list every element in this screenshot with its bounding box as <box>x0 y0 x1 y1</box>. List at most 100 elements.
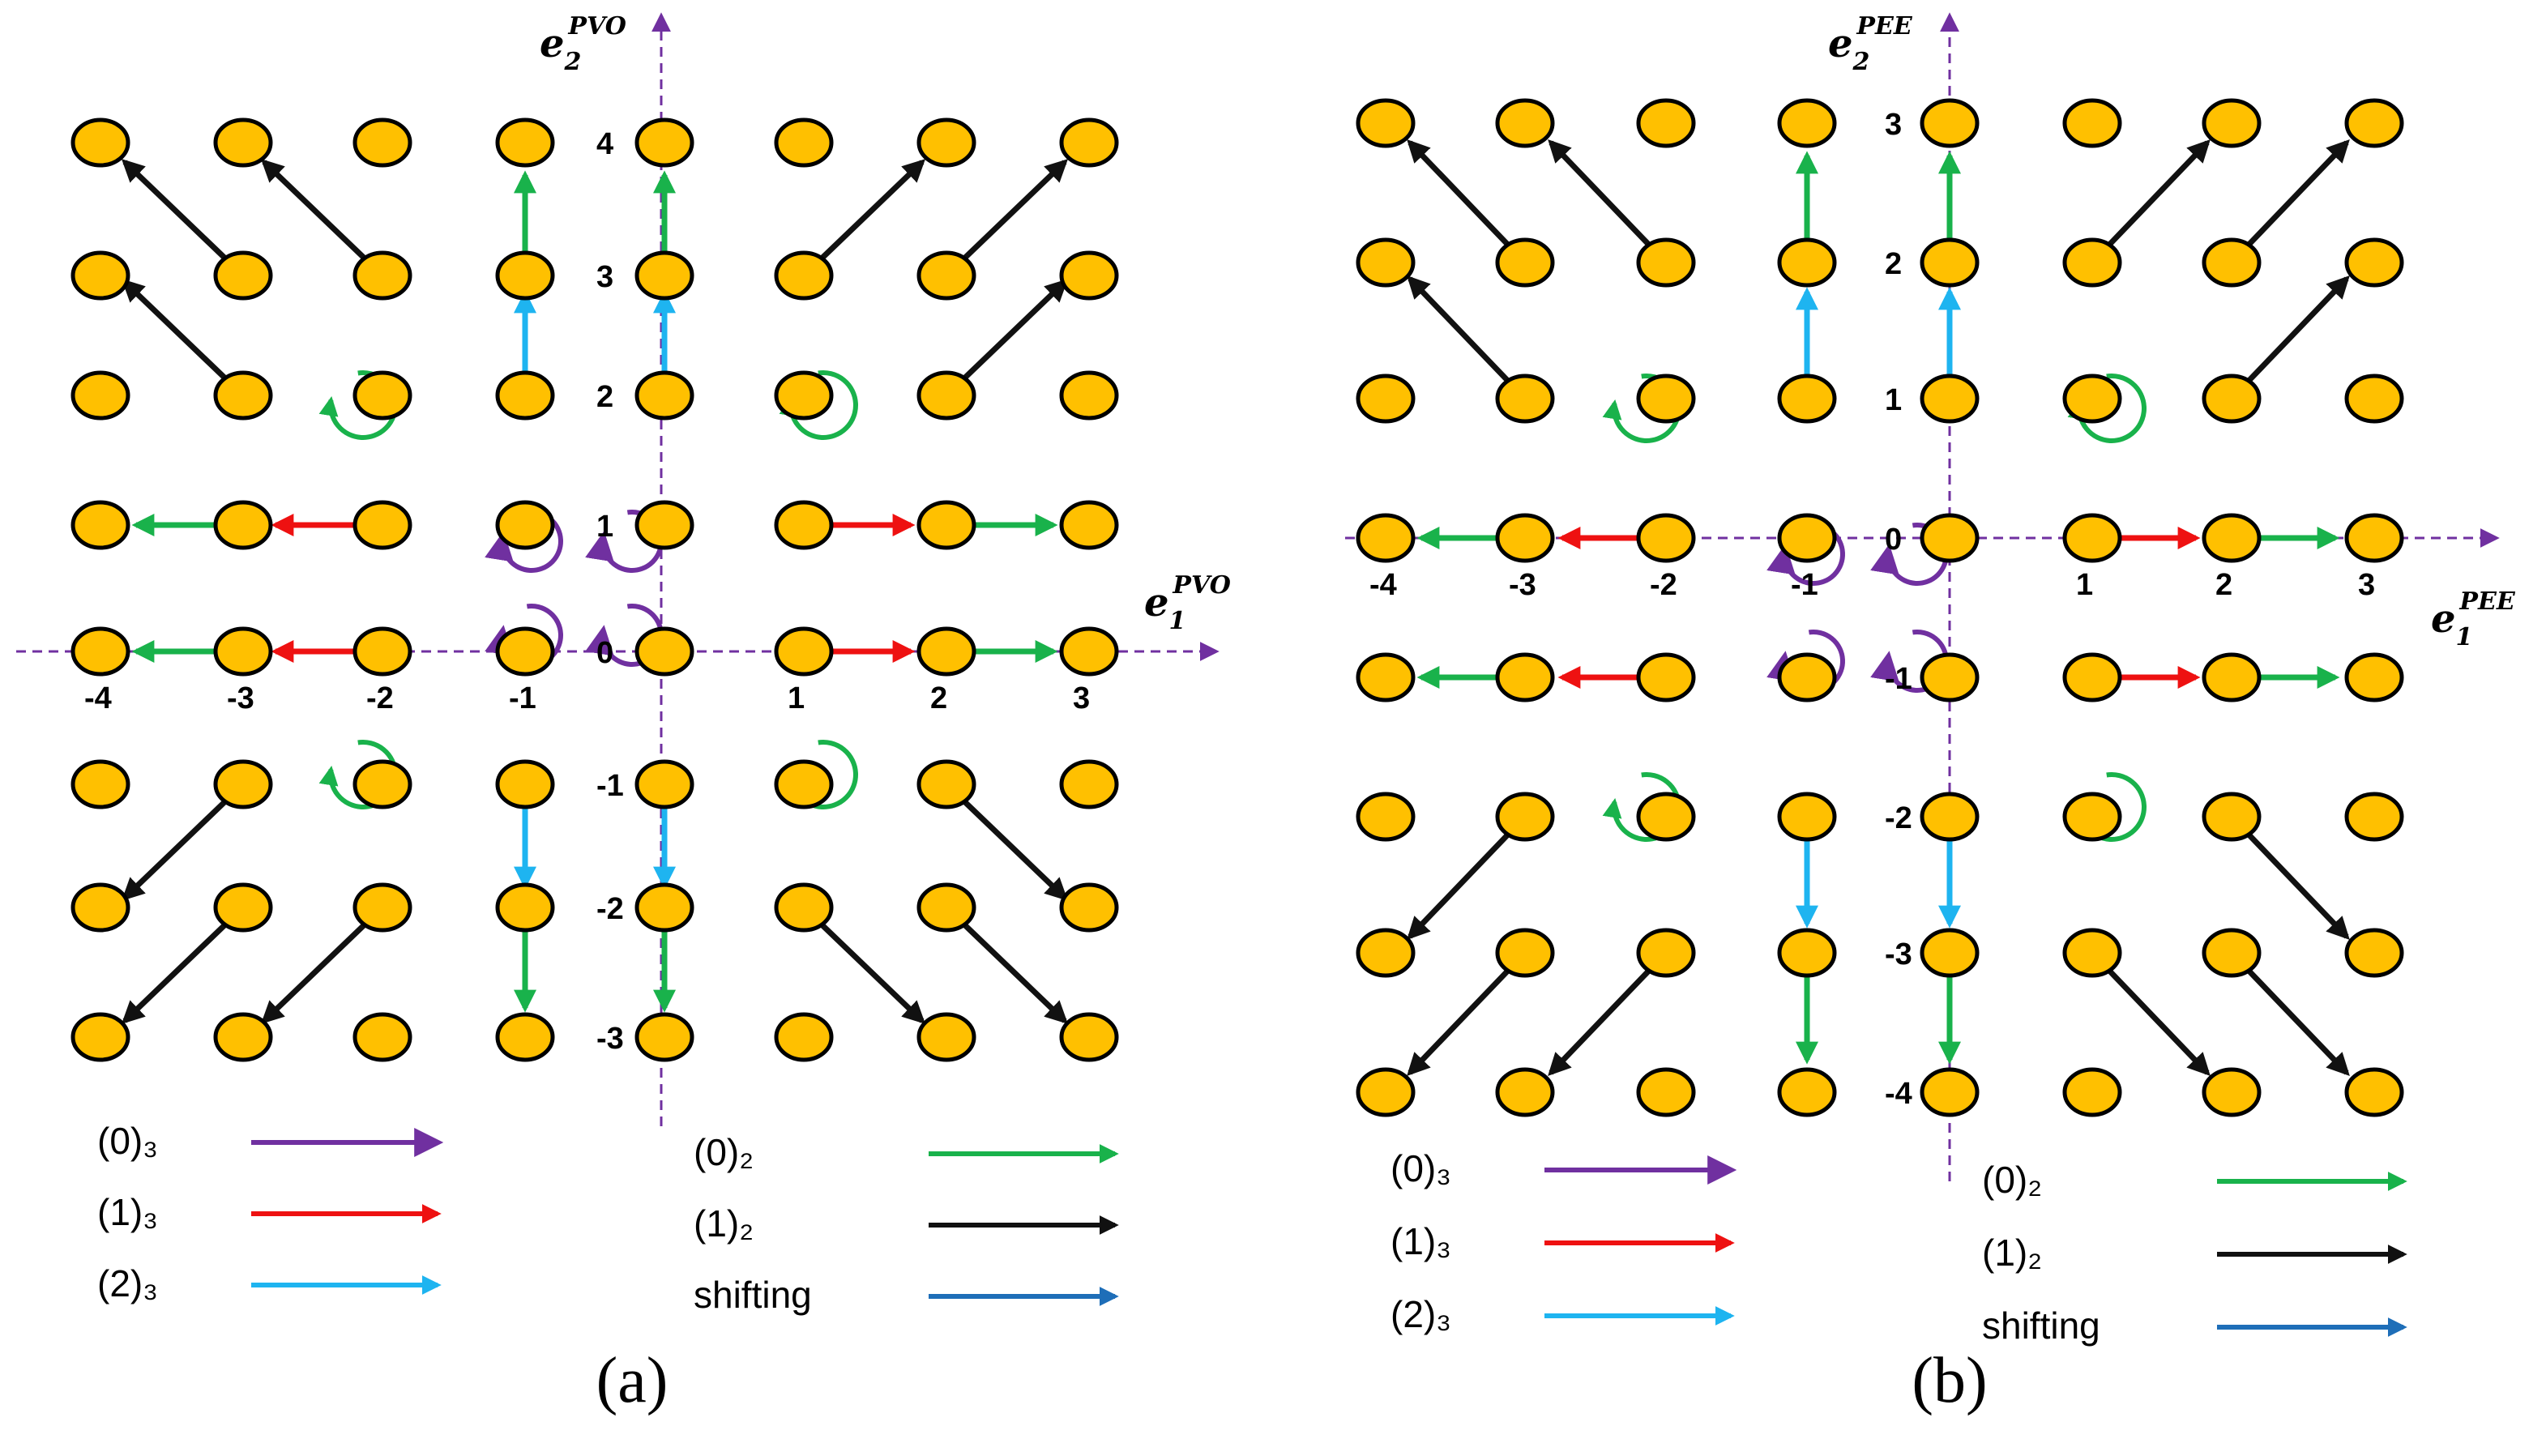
legend-label: (0)₂ <box>694 1131 754 1173</box>
node <box>2062 928 2122 978</box>
node <box>1777 1067 1837 1117</box>
node <box>495 882 555 933</box>
node <box>2062 237 2122 288</box>
y-tick-label: 2 <box>1885 247 1902 281</box>
node <box>495 250 555 301</box>
node <box>352 117 412 168</box>
node <box>916 500 976 550</box>
node <box>1495 792 1555 842</box>
y-tick-label: -1 <box>1885 662 1912 696</box>
node <box>2202 513 2262 563</box>
node <box>2344 513 2404 563</box>
node <box>2344 237 2404 288</box>
x-tick-label: 3 <box>2358 568 2375 602</box>
black-arrow <box>944 279 1069 398</box>
node <box>1920 374 1980 424</box>
node <box>1356 98 1416 148</box>
node <box>774 117 834 168</box>
node <box>2344 1067 2404 1117</box>
node <box>2344 98 2404 148</box>
y-tick-label: 2 <box>596 380 613 414</box>
panel-caption: (b) <box>1912 1345 1987 1416</box>
node <box>213 117 273 168</box>
x-tick-label: 2 <box>930 681 947 715</box>
y-tick-label: -1 <box>596 769 624 803</box>
node <box>1636 98 1696 148</box>
node <box>774 250 834 301</box>
node <box>495 500 555 550</box>
black-arrow <box>121 159 246 278</box>
node <box>1636 374 1696 424</box>
node <box>1636 652 1696 702</box>
node <box>1495 237 1555 288</box>
node <box>352 1012 412 1062</box>
node <box>352 370 412 421</box>
node <box>1059 370 1119 421</box>
y-axis-label: e2PVO <box>540 12 626 76</box>
node <box>634 626 694 677</box>
node <box>2062 1067 2122 1117</box>
node <box>774 626 834 677</box>
node <box>1777 374 1837 424</box>
node <box>1777 98 1837 148</box>
node <box>1920 98 1980 148</box>
node <box>213 500 273 550</box>
node <box>213 1012 273 1062</box>
node <box>2202 928 2262 978</box>
node <box>1495 98 1555 148</box>
node <box>774 882 834 933</box>
node <box>2344 792 2404 842</box>
black-arrow <box>944 159 1069 278</box>
legend-label: shifting <box>1982 1304 2100 1347</box>
x-axis-label: e1PEE <box>2431 587 2516 651</box>
y-axis-label: e2PEE <box>1828 12 1913 76</box>
black-arrow <box>1407 814 1527 941</box>
node <box>1356 652 1416 702</box>
node <box>213 370 273 421</box>
black-arrow <box>260 905 385 1024</box>
node <box>1777 513 1837 563</box>
node <box>2344 928 2404 978</box>
y-tick-label: 0 <box>596 636 613 670</box>
x-tick-label: -2 <box>1650 568 1677 602</box>
node <box>495 117 555 168</box>
legend-label: (0)₂ <box>1982 1159 2042 1201</box>
y-tick-label: -2 <box>1885 801 1912 835</box>
node <box>1636 928 1696 978</box>
node <box>213 882 273 933</box>
node <box>2062 513 2122 563</box>
node <box>916 759 976 809</box>
y-tick-label: 3 <box>596 260 613 294</box>
node <box>495 759 555 809</box>
node <box>2202 98 2262 148</box>
node <box>1059 1012 1119 1062</box>
legend-label: (1)₃ <box>97 1191 158 1233</box>
node <box>1356 792 1416 842</box>
node <box>2202 237 2262 288</box>
x-tick-label: -1 <box>509 681 536 715</box>
y-tick-label: 4 <box>596 127 613 161</box>
node <box>1356 1067 1416 1117</box>
node <box>1495 928 1555 978</box>
node <box>1495 513 1555 563</box>
black-arrow <box>801 905 926 1024</box>
node <box>774 759 834 809</box>
black-arrow <box>121 782 246 901</box>
legend-label: shifting <box>694 1274 812 1316</box>
black-arrow <box>2229 139 2350 265</box>
node <box>70 626 130 677</box>
black-arrow <box>1407 139 1527 265</box>
node <box>1059 250 1119 301</box>
legend-label: (1)₃ <box>1390 1220 1451 1262</box>
node <box>2062 374 2122 424</box>
panel-caption: (a) <box>596 1345 669 1416</box>
y-tick-label: 0 <box>1885 523 1902 557</box>
node <box>916 117 976 168</box>
node <box>1777 237 1837 288</box>
black-arrow <box>1548 139 1668 265</box>
node <box>70 1012 130 1062</box>
node <box>916 370 976 421</box>
node <box>634 759 694 809</box>
legend-label: (1)₂ <box>1982 1232 2042 1274</box>
